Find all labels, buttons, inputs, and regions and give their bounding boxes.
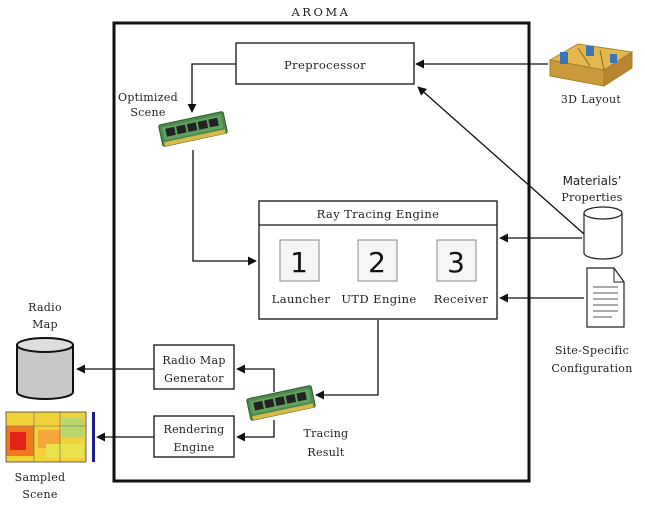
tracing-result-chip-icon (245, 384, 317, 422)
stage-1-number: 1 (290, 246, 308, 279)
tracing-result-label-line1: Tracing (303, 427, 348, 440)
site-config-label-line1: Site-Specific (555, 344, 629, 357)
materials-label-line1: Materials’ (563, 174, 622, 188)
house-layout-icon (548, 43, 634, 87)
stage-3-label: Receiver (434, 292, 488, 306)
arrow-scene-to-raytracer (192, 150, 257, 266)
radio-map-generator-box (153, 344, 235, 390)
arrow-materials-to-preprocessor (417, 86, 585, 235)
optimized-scene-chip-icon (157, 110, 229, 148)
arrow-result-to-generator (236, 364, 275, 392)
rendering-engine-label-line2: Engine (173, 441, 214, 454)
sampled-scene-label-line1: Sampled (15, 471, 66, 484)
stage-1-label: Launcher (272, 292, 331, 306)
ray-tracing-engine-title: Ray Tracing Engine (317, 207, 440, 221)
materials-label-line2: Properties (561, 191, 622, 204)
radio-map-generator-label-line1: Radio Map (162, 354, 225, 367)
stage-3-number: 3 (447, 246, 465, 279)
site-config-label-line2: Configuration (551, 362, 632, 375)
stage-2-number: 2 (368, 246, 386, 279)
stage-2-box (357, 239, 398, 282)
preprocessor-label: Preprocessor (284, 58, 366, 72)
rendering-engine-box (153, 415, 235, 458)
optimized-scene-label-line2: Scene (130, 106, 165, 119)
radio-map-label-line2: Map (32, 318, 58, 331)
stage-1-box (279, 239, 320, 282)
optimized-scene-label-line1: Optimized (118, 91, 178, 104)
document-icon (586, 267, 625, 328)
materials-database-icon (583, 206, 623, 260)
arrow-raytracer-to-result (315, 320, 379, 400)
layout-3d-label: 3D Layout (561, 93, 621, 106)
diagram-title: AROMA (291, 5, 351, 19)
sampled-scene-label-line2: Scene (22, 488, 57, 501)
stage-2-label: UTD Engine (341, 292, 416, 306)
radio-map-database-icon (16, 337, 74, 400)
radio-map-label-line1: Radio (28, 301, 62, 314)
preprocessor-box (235, 42, 415, 85)
radio-map-generator-label-line2: Generator (164, 372, 224, 385)
arrow-preprocessor-to-scene (187, 63, 236, 113)
aroma-container (112, 21, 531, 483)
sampled-scene-heatmap-image (3, 407, 95, 465)
arrow-result-to-renderer (236, 420, 275, 442)
stage-3-box (436, 239, 477, 282)
rendering-engine-label-line1: Rendering (163, 423, 224, 436)
tracing-result-label-line2: Result (307, 446, 345, 459)
